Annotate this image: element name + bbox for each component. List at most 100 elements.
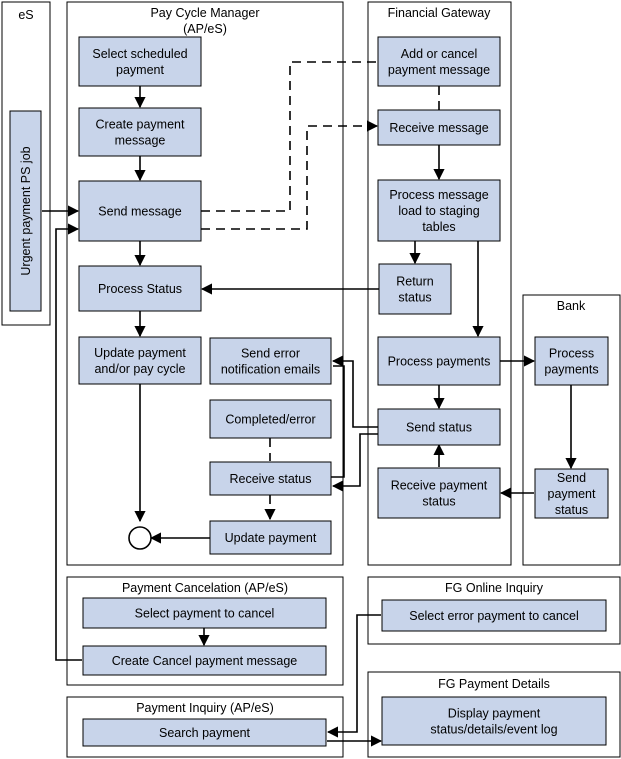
text-line: and/or pay cycle — [94, 362, 185, 376]
receive-payment-status-label: Receive payment status — [391, 479, 488, 509]
text-line: Receive payment — [391, 479, 488, 493]
lane-fg-payment-details-title: FG Payment Details — [438, 677, 550, 691]
box-send-status: Send status — [377, 408, 501, 446]
text-line: Process Status — [98, 282, 182, 296]
arrow-cancel-to-send-message — [55, 223, 82, 661]
box-create-payment-message: Create payment message — [78, 107, 202, 157]
text-line: message — [115, 134, 166, 148]
box-return-status: Return status — [378, 263, 452, 315]
add-cancel-payment-message-label: Add or cancel payment message — [388, 47, 490, 77]
lane-pay-cycle-manager-title: Pay Cycle Manager(AP/eS) — [150, 6, 259, 36]
process-message-load-label: Process message load to staging tables — [389, 188, 488, 234]
text-line: Return — [396, 275, 434, 289]
text-line: Bank — [557, 299, 586, 313]
text-line: Add or cancel — [401, 47, 477, 61]
text-line: FG Online Inquiry — [445, 581, 544, 595]
connectors — [42, 61, 577, 747]
text-line: status — [422, 495, 455, 509]
urgent-payment-job-label: Urgent payment PS job — [19, 146, 33, 275]
box-create-cancel-payment-message: Create Cancel payment message — [82, 645, 327, 676]
text-line: Send error — [241, 347, 300, 361]
create-payment-message-label: Create payment message — [96, 118, 185, 148]
search-payment-label: Search payment — [159, 726, 251, 740]
text-line: Process message — [389, 188, 488, 202]
box-receive-payment-status: Receive payment status — [377, 467, 501, 519]
lane-es-title: eS — [18, 8, 33, 22]
text-line: Pay Cycle Manager — [150, 6, 259, 20]
lane-financial-gateway-title: Financial Gateway — [388, 6, 492, 20]
box-bank-process-payments: Process payments — [534, 336, 609, 386]
arrow-send-status-to-receive-status — [331, 433, 379, 492]
text-line: load to staging — [398, 204, 479, 218]
box-update-payment: Update payment — [209, 520, 332, 555]
box-update-payment-pay-cycle: Update payment and/or pay cycle — [78, 336, 202, 385]
text-line: Payment Inquiry (AP/eS) — [136, 701, 274, 715]
text-line: Process — [549, 347, 594, 361]
completed-error-label: Completed/error — [225, 413, 315, 427]
text-line: Payment Cancelation (AP/eS) — [122, 581, 288, 595]
text-line: Process payments — [388, 355, 491, 369]
text-line: status — [398, 291, 431, 305]
arrow-send-status-to-send-error — [331, 355, 379, 428]
receive-message-label: Receive message — [389, 121, 488, 135]
text-line: Receive message — [389, 121, 488, 135]
text-line: Create payment — [96, 118, 185, 132]
text-line: Send status — [406, 421, 472, 435]
text-line: Search payment — [159, 726, 251, 740]
select-payment-to-cancel-label: Select payment to cancel — [135, 607, 275, 621]
box-select-error-payment: Select error payment to cancel — [381, 599, 607, 632]
box-process-payments: Process payments — [377, 336, 501, 386]
select-error-payment-label: Select error payment to cancel — [409, 609, 579, 623]
update-payment-pay-cycle-label: Update payment and/or pay cycle — [94, 346, 186, 376]
text-line: Select scheduled — [92, 47, 187, 61]
receive-status-label: Receive status — [230, 472, 312, 486]
text-line: payments — [544, 363, 598, 377]
box-process-message-load: Process message load to staging tables — [377, 179, 501, 242]
end-node — [128, 526, 152, 550]
bank-process-payments-label: Process payments — [544, 347, 598, 377]
text-line: Select payment to cancel — [135, 607, 275, 621]
text-line: Completed/error — [225, 413, 315, 427]
text-line: status — [555, 503, 588, 517]
box-receive-status: Receive status — [209, 461, 332, 496]
dashed-send-to-receive — [201, 120, 379, 230]
text-line: Update payment — [94, 346, 186, 360]
process-status-label: Process Status — [98, 282, 182, 296]
box-process-status: Process Status — [78, 265, 202, 312]
box-send-message: Send message — [78, 180, 202, 242]
send-message-label: Send message — [98, 205, 181, 219]
text-line: Update payment — [225, 531, 317, 545]
return-status-label: Return status — [396, 275, 434, 305]
send-status-label: Send status — [406, 421, 472, 435]
lane-payment-inquiry-title: Payment Inquiry (AP/eS) — [136, 701, 274, 715]
lane-bank-title: Bank — [557, 299, 586, 313]
lane-fg-online-inquiry-title: FG Online Inquiry — [445, 581, 544, 595]
box-receive-message: Receive message — [377, 109, 501, 146]
box-urgent-payment-job: Urgent payment PS job — [9, 110, 42, 312]
text-line: Financial Gateway — [388, 6, 492, 20]
process-payments-label: Process payments — [388, 355, 491, 369]
update-payment-label: Update payment — [225, 531, 317, 545]
text-line: status/details/event log — [430, 723, 557, 737]
box-completed-error: Completed/error — [209, 399, 332, 439]
create-cancel-payment-message-label: Create Cancel payment message — [112, 654, 298, 668]
text-line: tables — [422, 220, 455, 234]
box-add-cancel-payment-message: Add or cancel payment message — [377, 36, 501, 87]
text-line: eS — [18, 8, 33, 22]
box-select-payment-to-cancel: Select payment to cancel — [82, 597, 327, 629]
text-line: Create Cancel payment message — [112, 654, 298, 668]
text-line: Select error payment to cancel — [409, 609, 579, 623]
box-search-payment: Search payment — [82, 718, 327, 747]
arrow-receive-status-to-send-error — [331, 365, 345, 478]
text-line: payment message — [388, 63, 490, 77]
arrow-select-error-to-search — [326, 614, 381, 738]
text-line: Send — [557, 471, 586, 485]
